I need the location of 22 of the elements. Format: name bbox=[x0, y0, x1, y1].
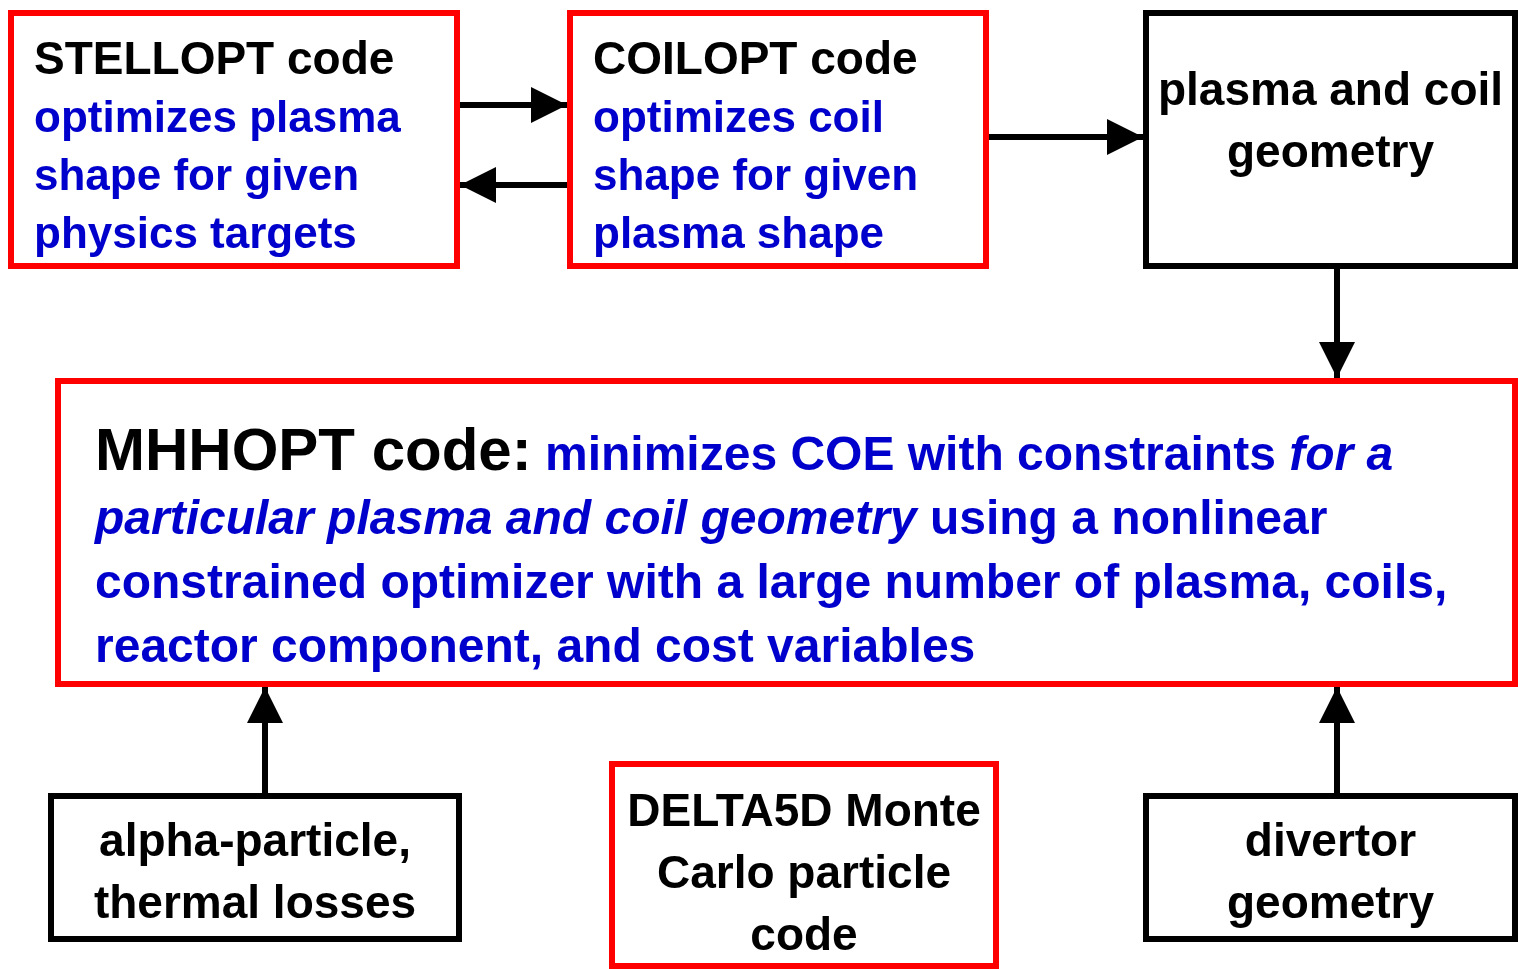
arrow bbox=[247, 687, 283, 793]
box-text: alpha-particle, thermal losses bbox=[92, 813, 418, 930]
box-heading: STELLOPT code bbox=[34, 31, 395, 86]
box-text: optimizes plasma shape for given physics targets bbox=[34, 91, 402, 259]
process-box bbox=[48, 793, 462, 942]
process-box bbox=[567, 10, 989, 269]
arrow bbox=[460, 167, 567, 203]
arrow bbox=[1319, 269, 1355, 378]
box-text: divertor geometry bbox=[1225, 813, 1436, 930]
process-box bbox=[55, 378, 1518, 687]
process-box bbox=[8, 10, 460, 269]
arrow bbox=[460, 87, 567, 123]
box-text: plasma and coil geometry bbox=[1156, 62, 1505, 179]
arrow bbox=[1319, 687, 1355, 793]
arrow bbox=[989, 119, 1143, 155]
process-box bbox=[1143, 10, 1518, 269]
process-box bbox=[609, 761, 999, 969]
box-text: DELTA5D Monte Carlo particle code bbox=[626, 783, 982, 962]
description-text: MHHOPT code: minimizes COE with constraints for a particular plasma and coil geometry using a nonlinear constrained optimizer with a large number of plasma, coils, reactor component, and cost variables bbox=[95, 418, 1449, 674]
box-text: optimizes coil shape for given plasma shape bbox=[593, 91, 920, 259]
process-box bbox=[1143, 793, 1518, 942]
box-heading: COILOPT code bbox=[593, 31, 918, 86]
